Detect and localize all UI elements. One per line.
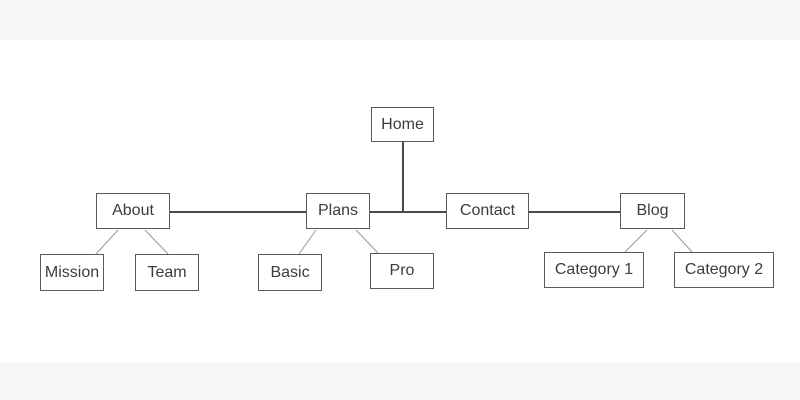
connector-blog-category-1 — [624, 229, 648, 253]
connector-about-team — [144, 229, 169, 255]
node-pro: Pro — [370, 253, 434, 289]
node-category-2: Category 2 — [674, 252, 774, 288]
node-blog: Blog — [620, 193, 685, 229]
node-contact-label: Contact — [459, 202, 516, 219]
node-basic-label: Basic — [270, 263, 310, 281]
top-band — [0, 0, 800, 40]
node-contact: Contact — [446, 193, 529, 229]
node-plans-label: Plans — [317, 202, 359, 219]
node-pro-label: Pro — [389, 262, 415, 279]
node-mission: Mission — [40, 254, 104, 291]
node-basic: Basic — [258, 254, 322, 291]
node-blog-label: Blog — [636, 202, 669, 219]
node-category-2-label: Category 2 — [684, 261, 764, 278]
node-category-1-label: Category 1 — [554, 261, 634, 278]
node-plans: Plans — [306, 193, 370, 229]
node-about-label: About — [112, 202, 154, 219]
node-team: Team — [135, 254, 199, 291]
node-team-label: Team — [147, 263, 187, 281]
connector-about-mission — [95, 229, 119, 255]
connector-blog-category-2 — [671, 229, 693, 253]
connector-plans-basic — [298, 229, 317, 255]
node-about: About — [96, 193, 170, 229]
node-mission-label: Mission — [44, 263, 100, 281]
node-category-1: Category 1 — [544, 252, 644, 288]
connector-plans-pro — [355, 229, 379, 254]
bottom-band — [0, 362, 800, 400]
node-home-label: Home — [381, 115, 424, 133]
node-home: Home — [371, 107, 434, 142]
